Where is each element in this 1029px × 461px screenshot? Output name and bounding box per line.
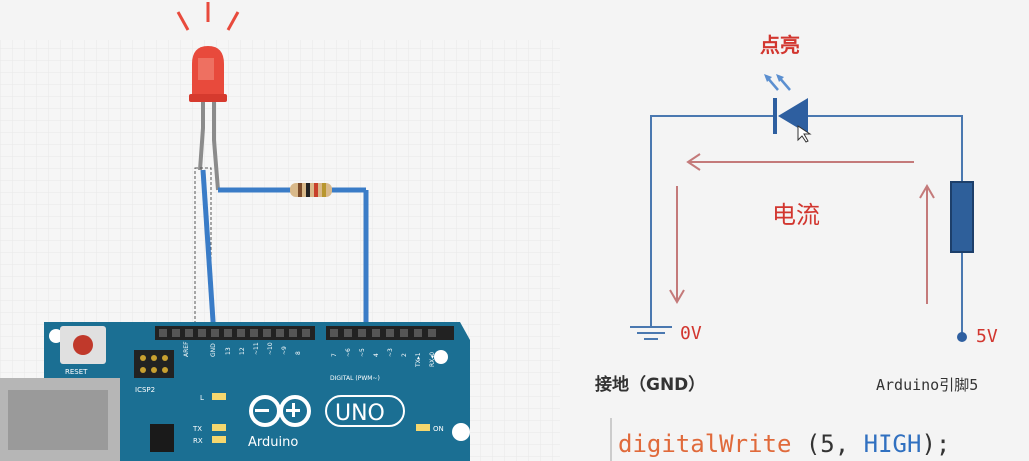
code-line: digitalWrite (5, HIGH);	[618, 430, 950, 458]
rx-label: RX	[193, 437, 203, 445]
pin-voltage: 5V	[976, 326, 998, 347]
current-label: 电流	[772, 201, 820, 229]
reset-label: RESET	[65, 368, 88, 376]
pin-label: ~3	[387, 348, 394, 357]
l-label: L	[200, 394, 204, 402]
icsp-header: ICSP2	[134, 350, 174, 394]
aref-label: AREF	[183, 341, 190, 357]
pin-label: 4	[373, 353, 380, 357]
schematic-view: 点亮 电流	[595, 33, 998, 461]
mounting-hole	[49, 329, 63, 343]
ground-symbol-icon	[630, 326, 672, 340]
pin-label: ~11	[253, 342, 260, 355]
pin-caption: Arduino引脚5	[876, 376, 978, 394]
chip	[150, 424, 174, 452]
circuit-lines	[650, 115, 963, 333]
code-open: (5,	[791, 430, 863, 458]
led-icon	[176, 2, 240, 191]
on-label: ON	[433, 425, 444, 433]
current-arrows	[669, 153, 935, 304]
pin-label: TX▸1	[415, 352, 422, 368]
icsp-label: ICSP2	[135, 386, 155, 394]
logo-uno: UNO	[335, 401, 385, 426]
led-tx-indicator	[212, 424, 226, 431]
pin-terminal-icon	[957, 332, 967, 342]
pin-label: RX◂0	[429, 352, 436, 367]
led-rx-indicator	[212, 436, 226, 443]
code-arg: HIGH	[864, 430, 922, 458]
breadboard-view: RESET ICSP2 AREF GND 13 12 ~11 ~10	[0, 2, 560, 461]
code-close: );	[921, 430, 950, 458]
header-left: AREF GND 13 12 ~11 ~10 ~9 8	[155, 326, 315, 357]
arduino-logo: UNO Arduino	[248, 395, 405, 450]
code-func: digitalWrite	[618, 430, 791, 458]
resistor-icon	[290, 183, 332, 197]
pin-label: 13	[225, 347, 232, 355]
pin-label: ~9	[281, 346, 288, 355]
led-l-indicator	[212, 393, 226, 400]
pin-label: ~10	[267, 342, 274, 355]
tx-label: TX	[192, 425, 202, 433]
gnd-caption: 接地（GND）	[595, 374, 705, 395]
wires	[194, 167, 369, 341]
led-on-indicator	[416, 424, 430, 431]
digital-label: DIGITAL (PWM~)	[330, 375, 380, 382]
logo-arduino: Arduino	[248, 435, 298, 450]
led-symbol-icon	[764, 74, 812, 143]
pin-label: 12	[239, 347, 246, 355]
pin-label: ~5	[359, 348, 366, 357]
cursor-icon	[797, 125, 812, 143]
header-right: 7 ~6 ~5 4 ~3 2 TX▸1 RX◂0 DIGITAL (PWM~)	[326, 326, 454, 382]
gnd-voltage: 0V	[680, 323, 702, 344]
pin-label: 8	[295, 351, 302, 355]
resistor-symbol-icon	[950, 181, 974, 253]
led-state-label: 点亮	[760, 33, 800, 57]
pin-label: 2	[401, 353, 408, 357]
reset-button: RESET	[60, 326, 106, 376]
pin-label: 7	[331, 353, 338, 357]
arduino-board: RESET ICSP2 AREF GND 13 12 ~11 ~10	[0, 322, 470, 461]
pin-label: ~6	[345, 348, 352, 357]
gnd-pin-label: GND	[210, 343, 217, 357]
